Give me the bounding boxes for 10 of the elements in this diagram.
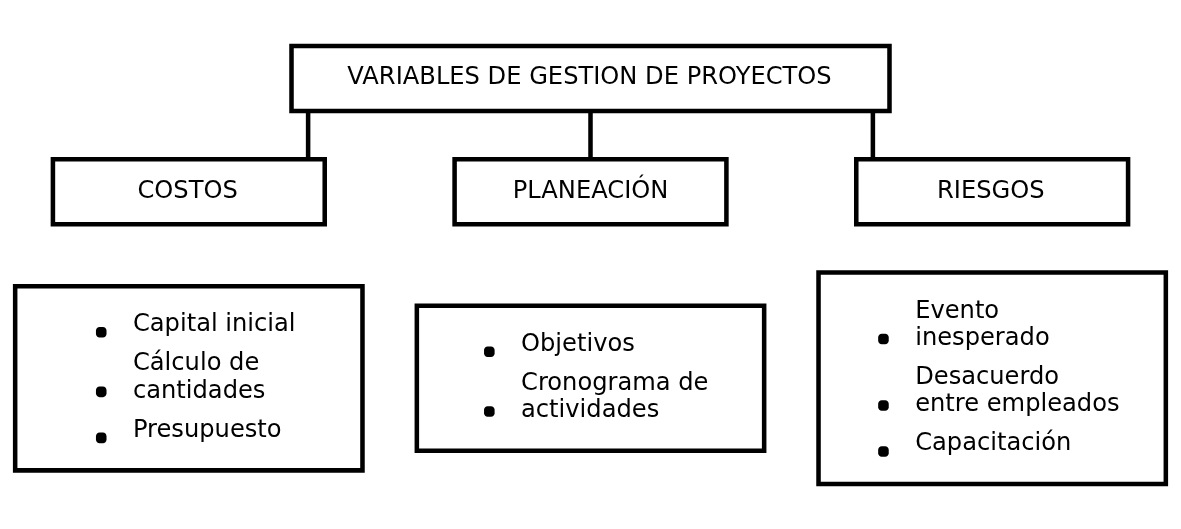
connector: [588, 110, 593, 159]
node-box: VARIABLES DE GESTION DE PROYECTOS: [289, 43, 892, 113]
connector: [870, 110, 876, 159]
node-box: RIESGOS: [854, 156, 1131, 226]
node-box: COSTOS: [50, 156, 327, 226]
node-box: PLANEACIÓN: [452, 156, 729, 226]
node-box: Evento inesperado Desacuerdo entre empleados Capacitación: [816, 269, 1169, 486]
node-box: Objetivos Cronograma de actividades: [414, 303, 767, 453]
node-box: Capital inicial Cálculo de cantidades Presupuesto: [12, 283, 365, 473]
connector: [305, 110, 311, 159]
